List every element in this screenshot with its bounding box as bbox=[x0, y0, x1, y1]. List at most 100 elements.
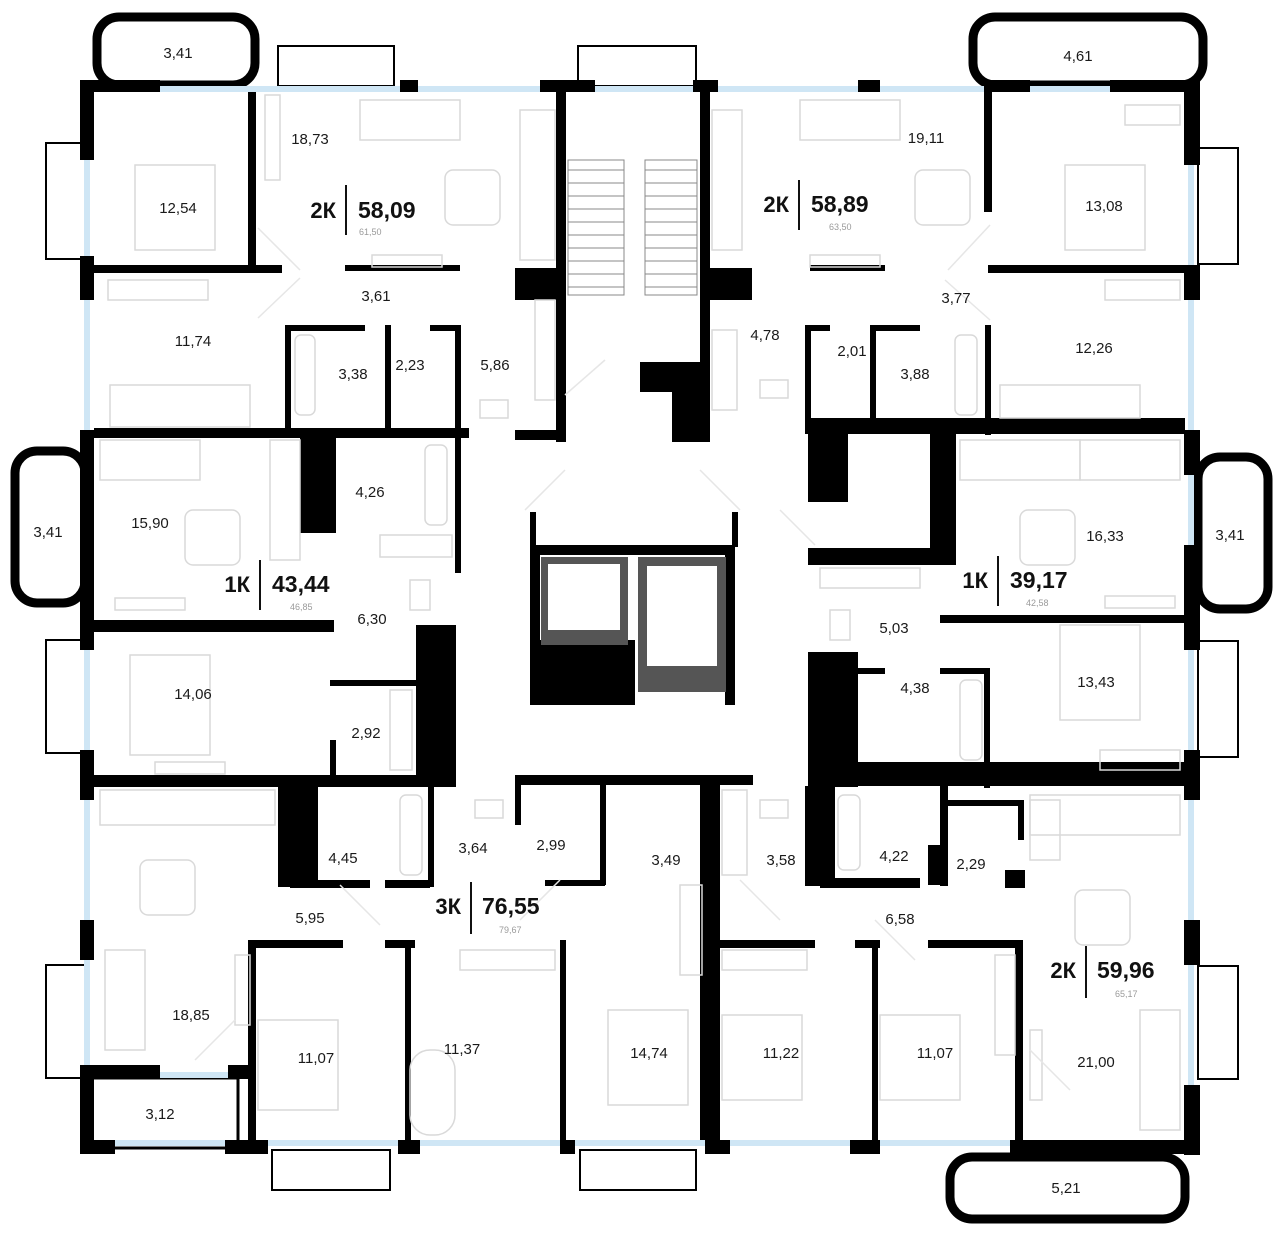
sofa-icon bbox=[1139, 1009, 1181, 1131]
apartment-labels: 2К 58,09 61,50 2К 58,89 63,50 1К 43,44 4… bbox=[224, 180, 1155, 999]
kitchen-unit-icon bbox=[99, 789, 276, 826]
room-area-bath_nw[interactable]: 3,38 bbox=[338, 366, 367, 383]
desk-icon bbox=[109, 384, 251, 428]
room-area-hall_ne[interactable]: 3,77 bbox=[941, 290, 970, 307]
table-icon bbox=[1019, 509, 1076, 566]
desk-icon bbox=[999, 384, 1141, 419]
tv-icon bbox=[371, 254, 443, 268]
room-area-wc_s[interactable]: 2,99 bbox=[536, 837, 565, 854]
bed-icon bbox=[257, 1019, 339, 1111]
apartment-label-nw[interactable]: 2К 58,09 61,50 bbox=[310, 185, 416, 237]
sofa-icon bbox=[1079, 439, 1181, 481]
room-area-corr_s[interactable]: 3,64 bbox=[458, 840, 487, 857]
table-icon bbox=[1074, 889, 1131, 946]
bed-icon bbox=[607, 1009, 689, 1106]
wardrobe-icon bbox=[994, 954, 1016, 1056]
room-area-corr_nw[interactable]: 5,86 bbox=[480, 357, 509, 374]
bathtub-icon bbox=[294, 334, 316, 416]
rug-icon bbox=[829, 609, 851, 641]
room-area-bath_w[interactable]: 4,26 bbox=[355, 484, 384, 501]
room-area-bed2_se[interactable]: 11,07 bbox=[917, 1045, 953, 1062]
room-area-bed2_s[interactable]: 11,37 bbox=[444, 1041, 480, 1058]
room-area-wc_ne[interactable]: 2,01 bbox=[837, 343, 866, 360]
apartment-label-s[interactable]: 3К 76,55 79,67 bbox=[435, 882, 540, 935]
balcony-nw[interactable] bbox=[92, 12, 260, 90]
kitchen-unit-icon bbox=[519, 109, 556, 261]
room-area-bed3_s[interactable]: 14,74 bbox=[630, 1045, 668, 1062]
room-area-kitchen_e[interactable]: 16,33 bbox=[1086, 528, 1124, 545]
apartment-label-w[interactable]: 1К 43,44 46,85 bbox=[224, 560, 330, 612]
wardrobe-icon bbox=[1104, 279, 1181, 301]
apartment-label-se[interactable]: 2К 59,96 65,17 bbox=[1050, 946, 1155, 999]
room-area-hall_s[interactable]: 5,95 bbox=[295, 910, 324, 927]
room-area-kitchen_se[interactable]: 21,00 bbox=[1077, 1054, 1115, 1071]
room-area-balc_ne[interactable]: 4,61 bbox=[1063, 48, 1092, 65]
rug-icon bbox=[759, 379, 789, 399]
apartment-label-ne[interactable]: 2К 58,89 63,50 bbox=[763, 180, 869, 232]
room-area-bed1_s[interactable]: 11,07 bbox=[298, 1050, 334, 1067]
room-area-wc_se[interactable]: 2,29 bbox=[956, 856, 985, 873]
room-area-bath_s[interactable]: 4,45 bbox=[328, 850, 357, 867]
wardrobe-icon bbox=[264, 94, 281, 181]
kitchen-unit-icon bbox=[711, 109, 743, 251]
table-icon bbox=[184, 509, 241, 566]
apartment-type: 2К bbox=[1050, 958, 1076, 983]
room-area-bed_nw[interactable]: 12,54 bbox=[159, 200, 197, 217]
room-area-bath_se[interactable]: 4,22 bbox=[879, 848, 908, 865]
bed-icon bbox=[721, 1014, 803, 1101]
room-area-balc_e[interactable]: 3,41 bbox=[1215, 527, 1244, 544]
balcony-e[interactable] bbox=[1193, 452, 1273, 614]
room-area-balc_s[interactable]: 3,12 bbox=[145, 1106, 174, 1123]
outer-walls bbox=[80, 80, 1200, 1155]
apartment-total-area: 61,50 bbox=[359, 227, 382, 237]
balcony-se[interactable] bbox=[945, 1152, 1190, 1224]
room-area-kitchen_s[interactable]: 18,85 bbox=[172, 1007, 210, 1024]
bed-icon bbox=[129, 654, 211, 756]
bathtub-icon bbox=[959, 679, 983, 761]
bathtub-icon bbox=[837, 794, 861, 871]
room-area-bed_w[interactable]: 14,06 bbox=[174, 686, 212, 703]
room-area-hall_nw[interactable]: 3,61 bbox=[361, 288, 390, 305]
room-area-balc_nw[interactable]: 3,41 bbox=[163, 45, 192, 62]
desk-icon bbox=[409, 1049, 456, 1136]
room-area-bath_ne[interactable]: 3,88 bbox=[900, 366, 929, 383]
balcony-ne[interactable] bbox=[968, 12, 1208, 90]
room-area-bath_e[interactable]: 4,38 bbox=[900, 680, 929, 697]
table-icon bbox=[139, 859, 196, 916]
bathtub-icon bbox=[424, 444, 448, 526]
tv-icon bbox=[1104, 595, 1176, 609]
apartment-label-e[interactable]: 1К 39,17 42,58 bbox=[962, 556, 1068, 608]
room-area-hall_w[interactable]: 6,30 bbox=[357, 611, 386, 628]
room-area-room2_nw[interactable]: 11,74 bbox=[175, 333, 211, 350]
room-area-corr_ne[interactable]: 4,78 bbox=[750, 327, 779, 344]
wardrobe-icon bbox=[721, 949, 808, 971]
bed-icon bbox=[1059, 624, 1141, 721]
wardrobe-icon bbox=[819, 567, 921, 589]
room-area-hall_e[interactable]: 5,03 bbox=[879, 620, 908, 637]
room-area-room2_ne[interactable]: 12,26 bbox=[1075, 340, 1113, 357]
apartment-area: 43,44 bbox=[272, 571, 330, 597]
apartment-total-area: 63,50 bbox=[829, 222, 852, 232]
room-area-bed1_se[interactable]: 11,22 bbox=[763, 1045, 799, 1062]
room-area-wc_nw[interactable]: 2,23 bbox=[395, 357, 424, 374]
room-area-kitchen_nw[interactable]: 18,73 bbox=[291, 131, 329, 148]
wardrobe-icon bbox=[679, 884, 703, 976]
room-area-balc_se[interactable]: 5,21 bbox=[1051, 1180, 1080, 1197]
kitchen-unit-icon bbox=[1029, 799, 1061, 861]
room-area-corr_se[interactable]: 3,58 bbox=[766, 852, 795, 869]
room-area-balc_w[interactable]: 3,41 bbox=[33, 524, 62, 541]
room-labels: 3,41 18,73 12,54 3,61 11,74 3,38 2,23 5,… bbox=[33, 45, 1244, 1197]
room-area-kitchen_ne[interactable]: 19,11 bbox=[908, 130, 944, 147]
room-area-hall_se[interactable]: 6,58 bbox=[885, 911, 914, 928]
apartment-type: 1К bbox=[962, 568, 988, 593]
room-area-storage_w[interactable]: 2,92 bbox=[351, 725, 380, 742]
room-area-bath2_s[interactable]: 3,49 bbox=[651, 852, 680, 869]
room-area-kitchen_w[interactable]: 15,90 bbox=[131, 515, 169, 532]
balconies bbox=[10, 12, 1273, 1224]
room-area-bed_ne[interactable]: 13,08 bbox=[1085, 198, 1123, 215]
wardrobe-icon bbox=[234, 954, 251, 1026]
windows bbox=[84, 86, 1194, 1146]
table-icon bbox=[914, 169, 971, 226]
room-area-bed_e[interactable]: 13,43 bbox=[1077, 674, 1115, 691]
bed-icon bbox=[879, 1014, 961, 1101]
